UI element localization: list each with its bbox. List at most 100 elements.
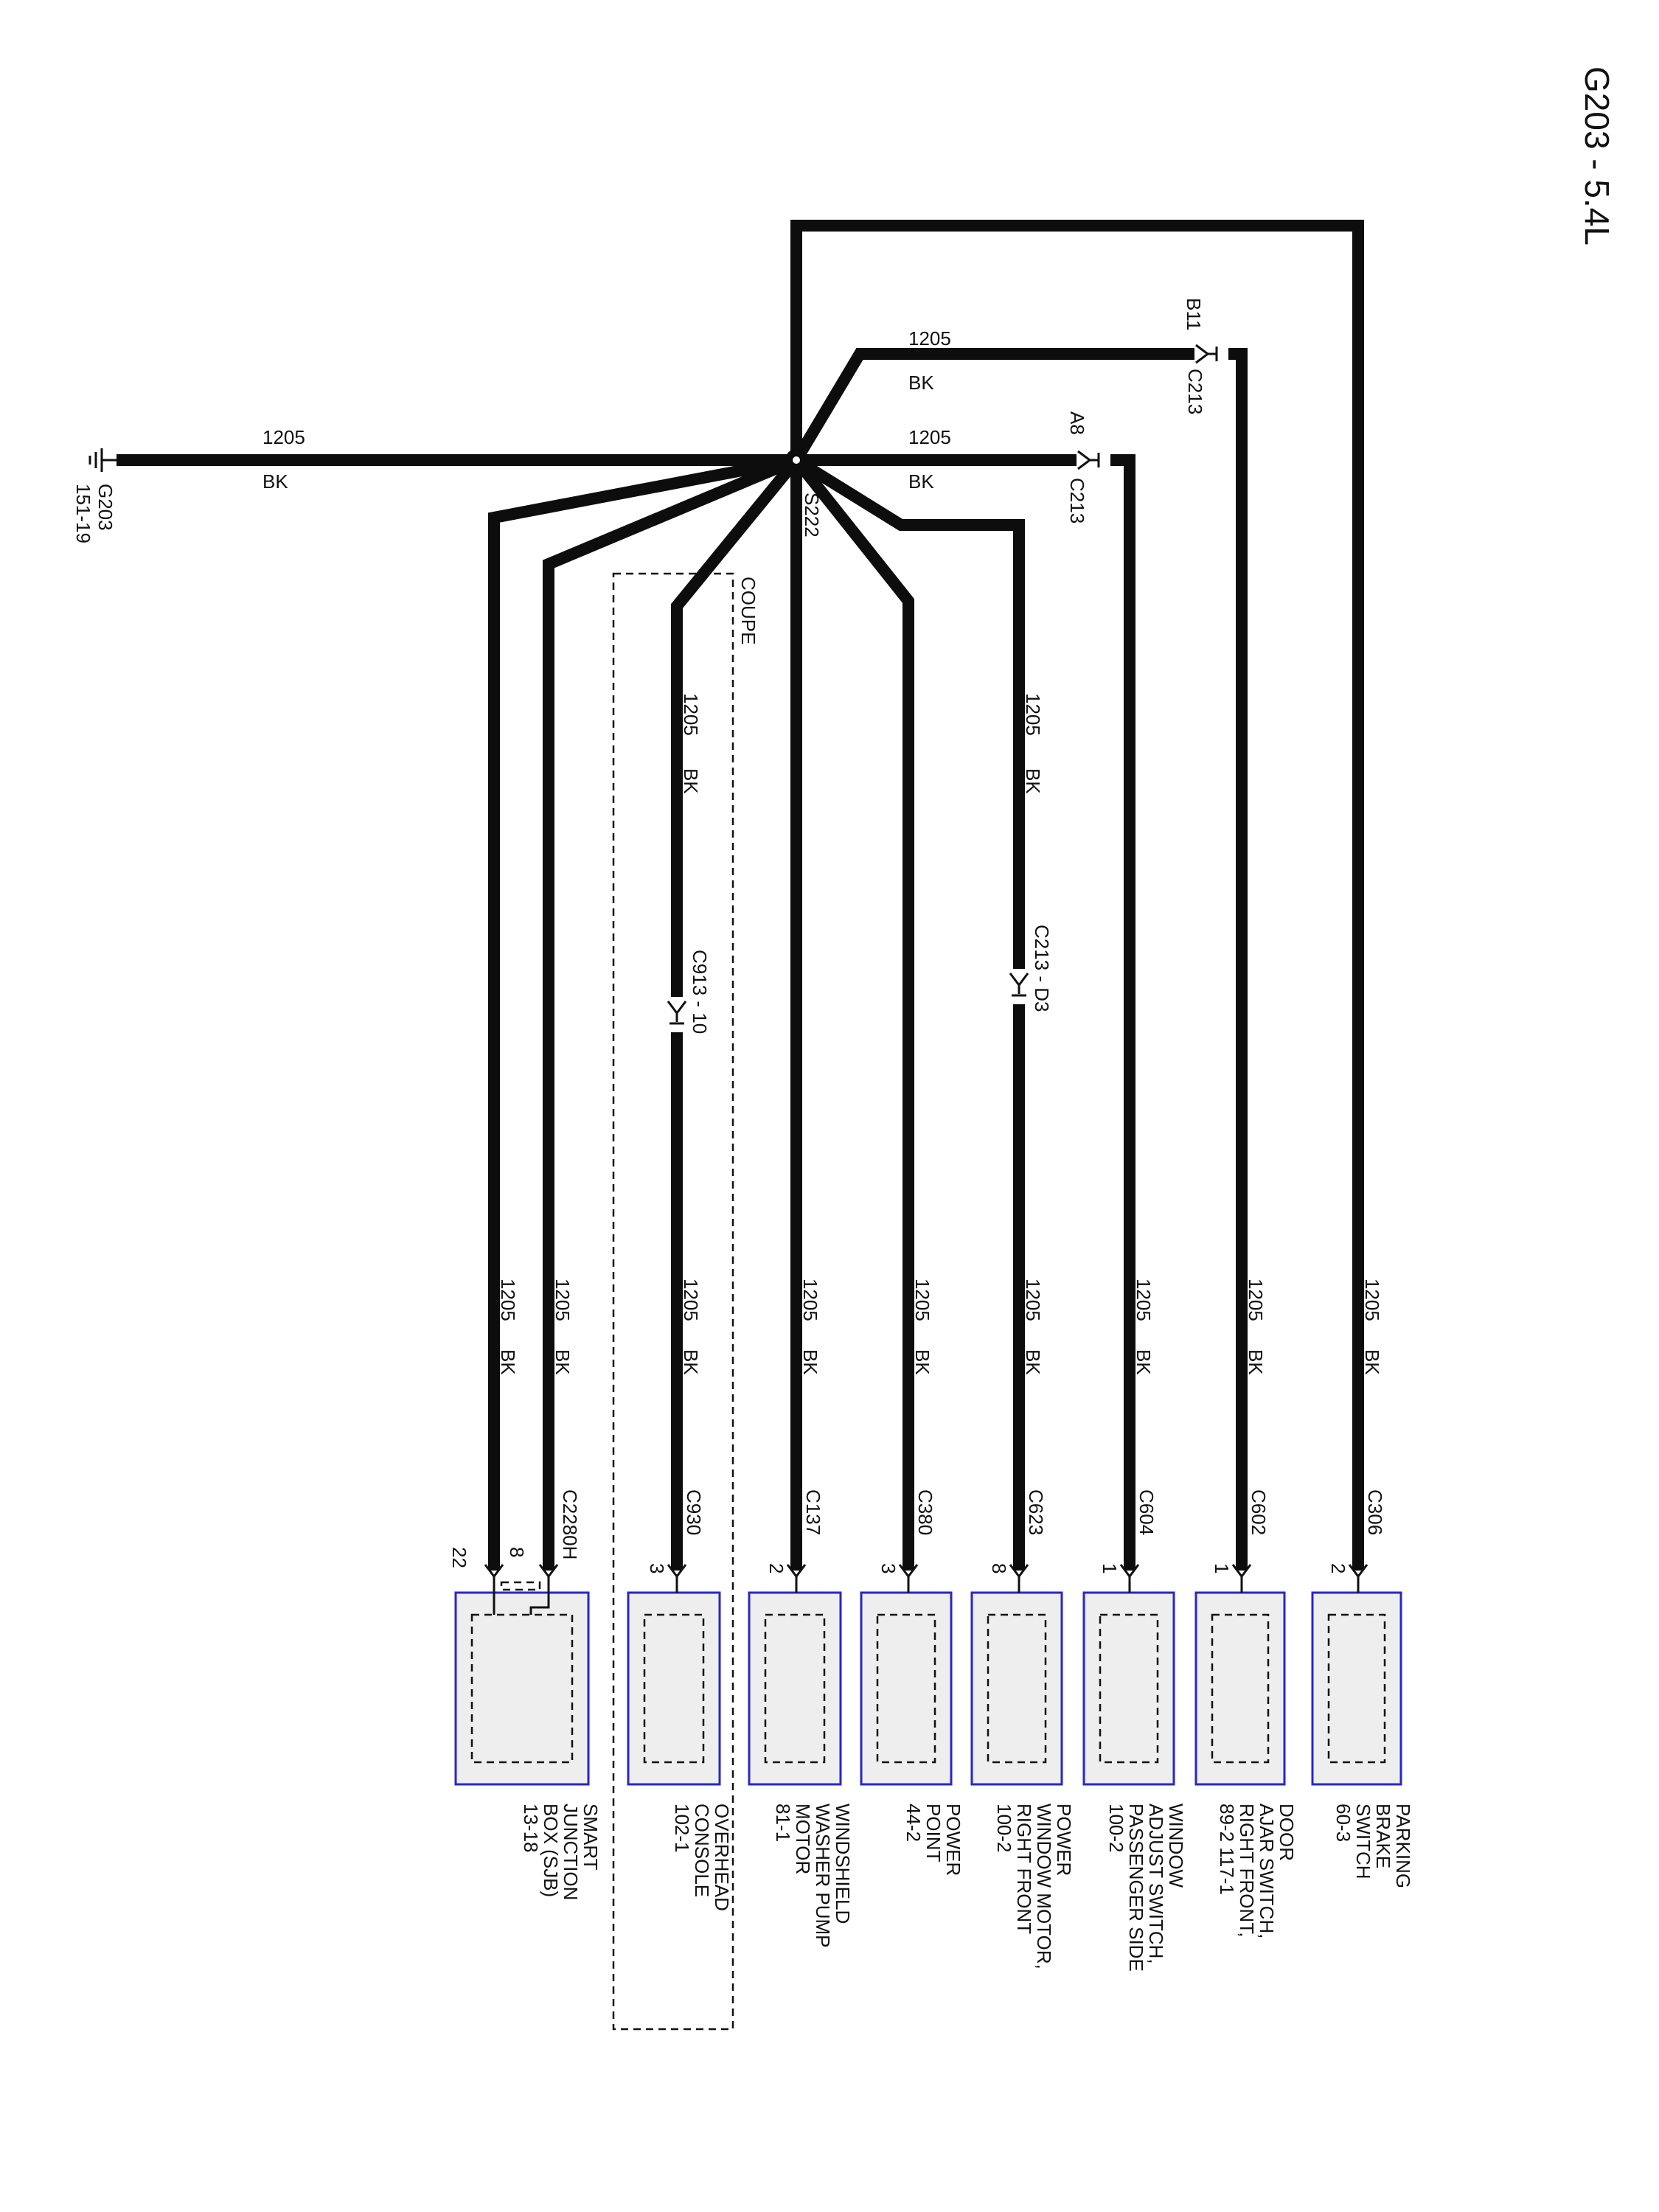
connector-symbol [1231, 1564, 1252, 1593]
wire-label-color: BK [552, 1349, 574, 1375]
pin-label: 1 [1099, 1563, 1121, 1573]
component-lead [493, 1593, 550, 1615]
pin-label: 8 [988, 1563, 1010, 1573]
wire-power-point [791, 456, 914, 1571]
wire-label-circuit: 1205 [908, 426, 951, 448]
pin-label: 2 [1327, 1563, 1349, 1573]
component-name-line: RIGHT FRONT, [1236, 1804, 1258, 1938]
connector-symbol [1009, 1564, 1029, 1593]
pin-label: 3 [646, 1563, 668, 1573]
coupe-label: COUPE [737, 577, 759, 644]
connector-name: C2280H [559, 1489, 581, 1559]
wire-label-circuit: 1205 [1361, 1279, 1383, 1321]
wire-label-circuit: 1205 [680, 693, 702, 736]
wire-power-window-upper [793, 455, 1025, 969]
component-name-line: 44-2 [902, 1804, 925, 1842]
connector-name: C306 [1364, 1489, 1386, 1535]
wire-label-color: BK [680, 768, 702, 794]
connector-b11-name: C213 [1184, 369, 1206, 414]
connector-b11-pin: B11 [1183, 298, 1205, 330]
wire-label-circuit: 1205 [1245, 1279, 1267, 1321]
connector-c213-d3-label: C213 - D3 [1031, 925, 1053, 1012]
wire-overhead-upper [671, 456, 801, 997]
pin-label: 22 [448, 1547, 470, 1568]
wire-label-color: BK [1022, 768, 1044, 794]
pin-label: 1 [1211, 1563, 1233, 1573]
component-name-line: PARKING [1392, 1804, 1414, 1888]
connector-symbol [786, 1564, 807, 1593]
coupe-region [612, 572, 734, 2031]
pin-label: 2 [765, 1563, 787, 1573]
connector-name: C623 [1025, 1489, 1047, 1535]
component-name-line: OVERHEAD [711, 1804, 733, 1911]
wire-label-circuit: 1205 [1022, 693, 1044, 736]
component-name-line: MOTOR [792, 1804, 814, 1874]
wire-label-circuit: 1205 [552, 1279, 574, 1321]
wire-b11 [791, 348, 1194, 464]
component-inner-box [1327, 1613, 1386, 1764]
wire-label-circuit: 1205 [497, 1279, 519, 1321]
connector-symbol [1119, 1564, 1140, 1593]
component-name-line: ADJUST SWITCH, [1145, 1804, 1167, 1964]
wire-parking-brake [790, 220, 1364, 1571]
component-inner-box [470, 1613, 574, 1764]
component-inner-box [876, 1613, 936, 1764]
connector-name: C137 [802, 1489, 824, 1535]
component-name-line: JUNCTION [560, 1804, 582, 1900]
inline-connector-a8 [1077, 450, 1100, 470]
component-name-line: PASSENGER SIDE [1125, 1804, 1147, 1972]
wire-sjb-pin8 [543, 454, 799, 1571]
wire-label-color: BK [262, 470, 288, 493]
component-name-line: 13-18 [520, 1804, 542, 1853]
component-name-line: 100-2 [993, 1804, 1015, 1853]
component-name-line: 100-2 [1105, 1804, 1127, 1853]
wire-label-color: BK [911, 1349, 933, 1375]
component-name-line: POWER [1053, 1804, 1075, 1876]
component-name-line: AJAR SWITCH, [1256, 1804, 1278, 1938]
component-name-line: BRAKE [1372, 1804, 1394, 1868]
wire-label-color: BK [680, 1349, 702, 1375]
wire-label-color: BK [908, 372, 934, 394]
component-box [1311, 1591, 1402, 1786]
connector-name: C602 [1248, 1489, 1270, 1535]
wire-label-color: BK [799, 1349, 821, 1375]
wire-door-ajar [1228, 348, 1248, 1571]
wire-label-color: BK [1133, 1349, 1155, 1375]
component-name-line: 81-1 [772, 1804, 794, 1842]
component-inner-box [643, 1613, 705, 1764]
wire-label-color: BK [497, 1349, 519, 1375]
component-name-line: 89-2 117-1 [1216, 1804, 1238, 1895]
wire-label-circuit: 1205 [1022, 1279, 1044, 1321]
component-name-line: DOOR [1276, 1804, 1298, 1861]
component-box [748, 1591, 842, 1786]
ground-symbol [88, 448, 116, 472]
wire-label-circuit: 1205 [911, 1279, 933, 1321]
component-name-line: SWITCH [1352, 1804, 1374, 1879]
component-box [970, 1591, 1063, 1786]
component-inner-box [987, 1613, 1047, 1764]
component-name-line: POINT [922, 1804, 945, 1863]
wire-label-circuit: 1205 [680, 1279, 702, 1321]
connector-name: C380 [914, 1489, 936, 1535]
component-name-line: 102-1 [671, 1804, 693, 1853]
connector-name: C604 [1135, 1489, 1158, 1535]
connector-shell [500, 1581, 541, 1591]
connector-a8-pin: A8 [1066, 411, 1088, 435]
wire-sjb-pin22 [488, 454, 798, 1571]
inline-connector-c913 [667, 1001, 687, 1025]
component-name-line: WASHER PUMP [812, 1804, 834, 1948]
inline-connector-b11 [1195, 344, 1218, 364]
component-name-line: RIGHT FRONT [1013, 1804, 1035, 1934]
wire-label-color: BK [1022, 1349, 1044, 1375]
wire-label-color: BK [908, 470, 934, 493]
component-name-line: WINDOW [1165, 1804, 1187, 1888]
wire-label-circuit: 1205 [908, 327, 951, 349]
